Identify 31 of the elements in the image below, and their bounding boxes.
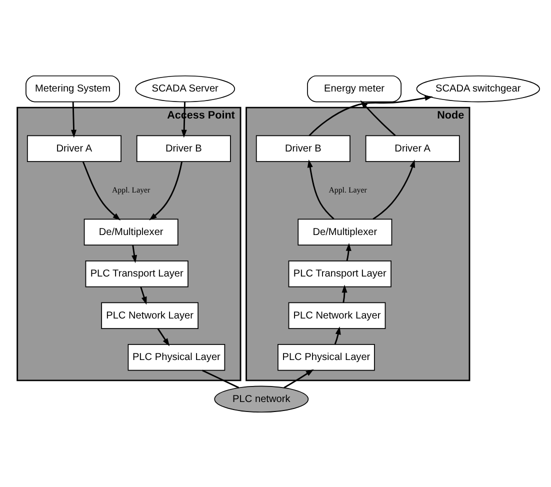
node-box: PLC Transport Layer: [85, 260, 188, 287]
node-box: De/Multiplexer: [298, 218, 392, 246]
node-box: PLC Transport Layer: [288, 260, 392, 287]
node-box: Metering System: [26, 74, 120, 102]
node-box: Driver B: [136, 134, 231, 162]
node-box: PLC Network Layer: [101, 302, 198, 329]
node-ellipse: SCADA Server: [135, 74, 236, 102]
node-box: Driver B: [256, 134, 350, 162]
arrow: [308, 94, 433, 136]
arrow: [132, 244, 138, 263]
arrow: [307, 159, 334, 219]
arrow: [372, 159, 416, 220]
arrow: [149, 160, 183, 220]
arrow: [82, 160, 121, 220]
node-box: De/Multiplexer: [84, 218, 178, 246]
label: Appl. Layer: [112, 184, 150, 194]
node-box: Driver A: [365, 134, 460, 162]
node-box: Driver A: [26, 134, 122, 162]
arrow: [346, 242, 352, 261]
label: Appl. Layer: [328, 184, 367, 194]
arrow: [342, 284, 348, 302]
node-ellipse: PLC network: [214, 385, 309, 412]
arrow: [70, 101, 77, 138]
arrow: [157, 328, 170, 346]
arrow: [334, 326, 341, 344]
node-box: PLC Physical Layer: [278, 344, 375, 370]
node-box: Energy meter: [307, 74, 402, 102]
arrow: [140, 286, 147, 304]
connector: [202, 369, 240, 388]
node-box: PLC Physical Layer: [128, 344, 226, 370]
node-box: PLC Network Layer: [288, 302, 386, 329]
